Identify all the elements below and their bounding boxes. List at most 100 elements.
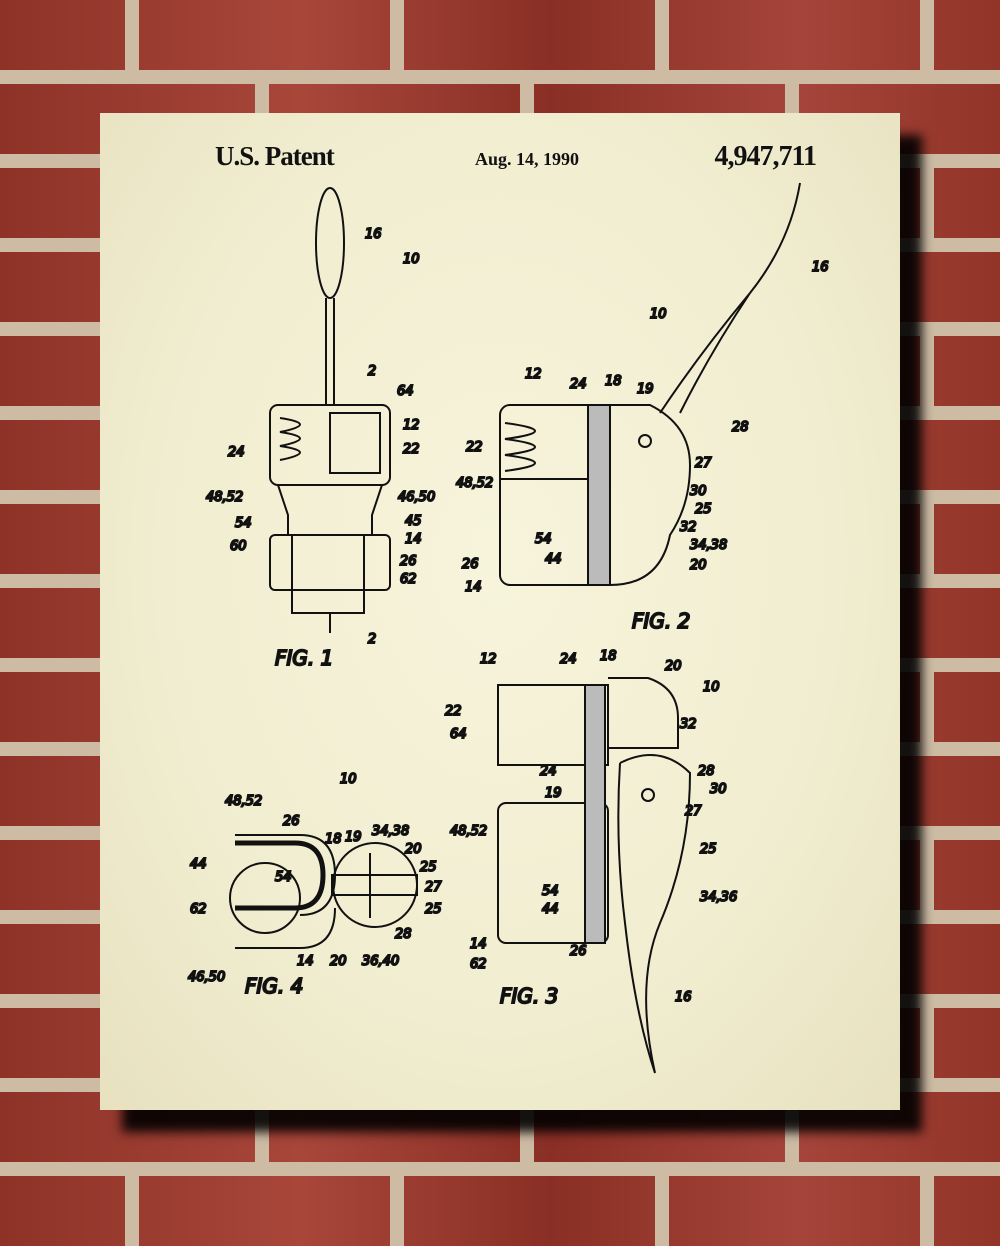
- ref-label: 14: [465, 580, 482, 595]
- ref-label: 32: [680, 520, 697, 535]
- ref-label: 27: [685, 804, 702, 819]
- ref-label: 2: [368, 364, 376, 379]
- ref-label: 30: [710, 782, 727, 797]
- ref-label: 62: [470, 957, 487, 972]
- ref-label: 12: [525, 367, 542, 382]
- ref-label: 26: [570, 944, 587, 959]
- ref-label: 20: [405, 842, 422, 857]
- figure-4-drawing: [229, 834, 418, 949]
- figure-1-label: FIG. 1: [275, 646, 333, 670]
- ref-label: 18: [325, 832, 342, 847]
- ref-label: 25: [695, 502, 712, 517]
- ref-label: 48,52: [450, 824, 487, 839]
- ref-label: 19: [637, 382, 654, 397]
- patent-drawings: 16 10 2 64 12 22 24 48,52 54 60 46,50 45…: [187, 182, 830, 1074]
- ref-label: 24: [560, 652, 577, 667]
- figure-3-label: FIG. 3: [500, 984, 558, 1008]
- ref-label: 10: [403, 252, 420, 267]
- ref-label: 26: [283, 814, 300, 829]
- ref-label: 34,38: [372, 824, 409, 839]
- ref-label: 54: [275, 870, 292, 885]
- ref-label: 28: [698, 764, 715, 779]
- ref-label: 45: [405, 514, 422, 529]
- ref-label: 22: [445, 704, 462, 719]
- ref-label: 26: [400, 554, 417, 569]
- ref-label: 25: [420, 860, 437, 875]
- mortar-joint: [920, 336, 934, 406]
- ref-label: 2: [368, 632, 376, 647]
- ref-label: 34,38: [690, 538, 727, 553]
- ref-label: 32: [680, 717, 697, 732]
- mortar-joint: [920, 0, 934, 70]
- mortar-joint: [920, 840, 934, 910]
- ref-label: 46,50: [188, 970, 225, 985]
- ref-label: 44: [545, 552, 562, 567]
- ref-label: 14: [470, 937, 487, 952]
- ref-label: 27: [425, 880, 442, 895]
- figure-3-drawing: [497, 677, 692, 1074]
- ref-label: 16: [365, 227, 382, 242]
- ref-label: 62: [190, 902, 207, 917]
- ref-label: 18: [600, 649, 617, 664]
- mortar-joint: [920, 1176, 934, 1246]
- ref-label: 64: [450, 727, 467, 742]
- ref-label: 22: [466, 440, 483, 455]
- ref-label: 30: [690, 484, 707, 499]
- ref-label: 22: [403, 442, 420, 457]
- mortar-joint: [125, 1176, 139, 1246]
- ref-label: 48,52: [225, 794, 262, 809]
- mortar-joint: [920, 672, 934, 742]
- ref-label: 54: [235, 516, 252, 531]
- ref-label: 19: [345, 830, 362, 845]
- ref-label: 46,50: [398, 490, 435, 505]
- ref-label: 24: [540, 764, 557, 779]
- patent-date: Aug. 14, 1990: [475, 149, 580, 169]
- ref-label: 48,52: [456, 476, 493, 491]
- poster-title: U.S. Patent: [215, 141, 335, 171]
- ref-label: 16: [812, 260, 829, 275]
- ref-label: 24: [228, 445, 245, 460]
- ref-label: 44: [190, 857, 207, 872]
- ref-label: 60: [230, 539, 247, 554]
- mortar-joint: [390, 0, 404, 70]
- ref-label: 27: [695, 456, 712, 471]
- patent-number: 4,947,711: [714, 141, 817, 172]
- ref-label: 62: [400, 572, 417, 587]
- ref-label: 54: [542, 884, 559, 899]
- patent-poster: U.S. Patent Aug. 14, 1990 4,947,711 16 1…: [100, 113, 900, 1110]
- ref-label: 20: [665, 659, 682, 674]
- ref-label: 28: [395, 927, 412, 942]
- ref-label: 44: [542, 902, 559, 917]
- ref-label: 14: [405, 532, 422, 547]
- ref-label: 34,36: [700, 890, 737, 905]
- ref-label: 28: [732, 420, 749, 435]
- ref-label: 20: [330, 954, 347, 969]
- ref-label: 26: [462, 557, 479, 572]
- mortar-joint: [655, 0, 669, 70]
- ref-label: 24: [570, 377, 587, 392]
- mortar-joint: [920, 504, 934, 574]
- ref-label: 12: [403, 418, 420, 433]
- ref-label: 14: [297, 954, 314, 969]
- figure-1-drawing: [269, 187, 391, 633]
- figure-4-label: FIG. 4: [245, 974, 303, 998]
- figure-2-drawing: [499, 182, 801, 586]
- ref-label: 20: [690, 558, 707, 573]
- mortar-joint: [655, 1176, 669, 1246]
- ref-label: 18: [605, 374, 622, 389]
- mortar-joint: [920, 168, 934, 238]
- ref-label: 12: [480, 652, 497, 667]
- ref-label: 54: [535, 532, 552, 547]
- ref-label: 10: [340, 772, 357, 787]
- ref-label: 10: [703, 680, 720, 695]
- ref-label: 19: [545, 786, 562, 801]
- figure-2-label: FIG. 2: [632, 609, 690, 633]
- ref-label: 25: [700, 842, 717, 857]
- mortar-joint: [390, 1176, 404, 1246]
- ref-label: 16: [675, 990, 692, 1005]
- mortar-joint: [125, 0, 139, 70]
- mortar-joint: [920, 1008, 934, 1078]
- ref-label: 10: [650, 307, 667, 322]
- ref-label: 48,52: [206, 490, 243, 505]
- ref-label: 64: [397, 384, 414, 399]
